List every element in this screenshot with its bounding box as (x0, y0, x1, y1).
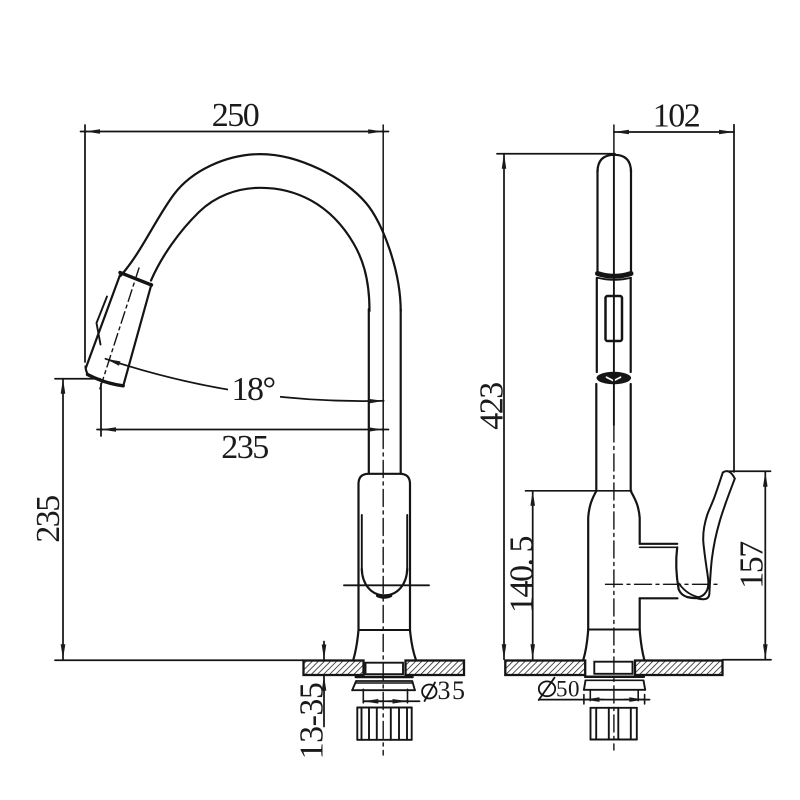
svg-text:250: 250 (212, 97, 259, 134)
svg-text:35: 35 (438, 676, 467, 705)
svg-text:235: 235 (221, 429, 268, 466)
svg-text:235: 235 (30, 496, 67, 543)
svg-text:50: 50 (556, 677, 580, 702)
svg-text:13-35: 13-35 (294, 683, 331, 760)
svg-text:157: 157 (734, 541, 771, 589)
svg-text:102: 102 (653, 98, 700, 135)
svg-text:18°: 18° (231, 371, 274, 408)
svg-text:423: 423 (474, 383, 511, 430)
svg-text:140. 5: 140. 5 (504, 537, 541, 614)
